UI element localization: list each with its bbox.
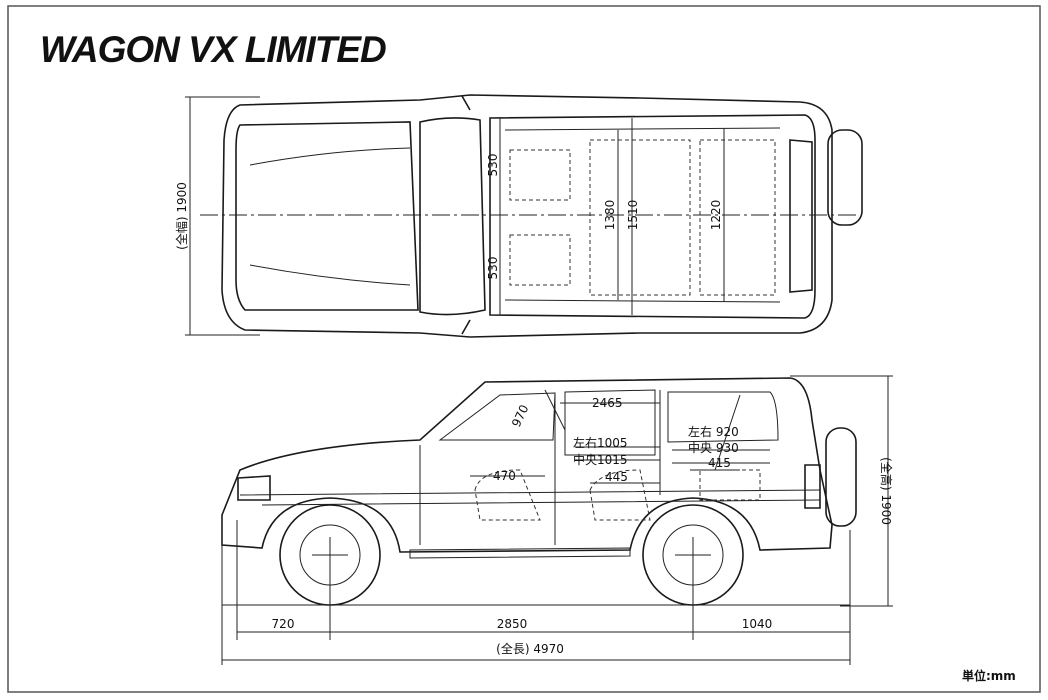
interior-width-rear: 1220 xyxy=(709,200,723,231)
interior-width-mid: 1510 xyxy=(626,200,640,231)
drawing-title: WAGON VX LIMITED xyxy=(40,29,386,70)
third-seat-depth-label: 415 xyxy=(708,456,731,470)
second-seat-depth-label: 445 xyxy=(605,470,628,484)
frame-border xyxy=(7,5,1041,693)
overall-width-label: (全幅) 1900 xyxy=(174,182,189,250)
front-headroom-label: 970 xyxy=(509,403,531,430)
seat-offset-rear: 530 xyxy=(486,257,500,280)
overall-height-label: (全高) 1900 xyxy=(879,457,894,525)
overall-length-label: (全長) 4970 xyxy=(496,641,564,656)
third-row-center-label: 中央 930 xyxy=(688,440,739,455)
interior-width-front: 1380 xyxy=(603,200,617,231)
side-view: 2465 970 左右1005 中央1015 470 445 左右 920 中央… xyxy=(221,375,894,665)
wheelbase-label: 2850 xyxy=(497,617,528,631)
seat-offset-front: 530 xyxy=(486,154,500,177)
front-seat-depth-label: 470 xyxy=(493,469,516,483)
top-view: (全幅) 1900 530 530 1380 1510 1220 xyxy=(174,94,863,338)
second-row-center-label: 中央1015 xyxy=(573,452,628,467)
third-row-lr-label: 左右 920 xyxy=(688,424,739,439)
second-row-lr-label: 左右1005 xyxy=(573,435,628,450)
interior-length-label: 2465 xyxy=(592,396,623,410)
front-overhang-label: 720 xyxy=(272,617,295,631)
rear-overhang-label: 1040 xyxy=(742,617,773,631)
unit-label: 単位:mm xyxy=(962,668,1016,683)
